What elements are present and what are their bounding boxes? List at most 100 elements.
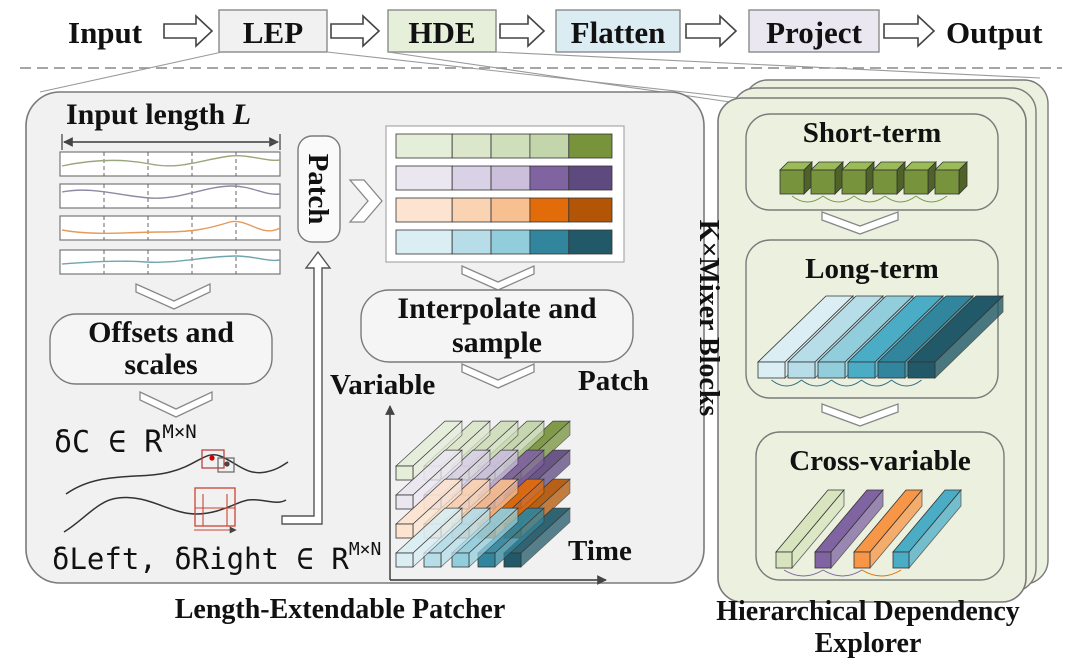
offsets-scales-box: Offsets and scales: [49, 313, 273, 385]
cross-variable-bar: [814, 488, 884, 577]
patch-cell: [529, 229, 570, 255]
long-term-bar: [907, 295, 1004, 379]
project-box: [748, 9, 880, 53]
cross-variable-label: Cross-variable: [789, 445, 971, 477]
patch-cell: [568, 229, 613, 255]
patch-cell: [451, 197, 492, 223]
short-term-label: Short-term: [803, 117, 942, 149]
short-term-cube: [841, 161, 886, 203]
series-strip: [59, 183, 281, 209]
input-length-arrow: [61, 134, 281, 150]
flatten-box: [555, 9, 681, 53]
lep-block[interactable]: LEP: [218, 9, 328, 53]
flatten-block[interactable]: Flatten: [555, 9, 681, 53]
chevron-down-icon: [461, 264, 535, 291]
patch-cell: [451, 229, 492, 255]
patch-cell: [395, 197, 453, 223]
patch-cell: [451, 165, 492, 191]
patch-cell: [395, 229, 453, 255]
long-term-box: Long-term: [745, 239, 1004, 399]
chevron-down-icon: [821, 403, 899, 427]
short-term-cube: [934, 161, 968, 195]
interp-line-1: Interpolate and: [397, 292, 596, 325]
series-strip: [59, 151, 281, 177]
pipeline-arrow-2: [330, 14, 381, 48]
tensor-bar: [395, 449, 463, 510]
time-series-strips: [59, 151, 281, 275]
hde-caption-line-1: Hierarchical Dependency: [716, 596, 1020, 627]
axis-time-label: Time: [568, 535, 632, 567]
chevron-right-icon: [348, 179, 383, 223]
pipeline-arrow-5: [883, 14, 936, 48]
offsets-line-1: Offsets and: [88, 316, 234, 349]
cross-variable-bar: [853, 488, 923, 577]
patch-cell: [395, 133, 453, 159]
patch-cell: [490, 133, 531, 159]
project-block[interactable]: Project: [748, 9, 880, 53]
tensor-bar: [395, 478, 463, 539]
patch-cell: [529, 133, 570, 159]
patch-cell: [568, 133, 613, 159]
delta-c-formula: δC ∈ RM×N: [54, 421, 197, 460]
up-arrow-to-patch: [281, 250, 332, 525]
short-term-cube: [903, 161, 948, 203]
short-term-cube: [779, 161, 824, 203]
tensor-axes: [385, 405, 607, 585]
hde-block[interactable]: HDE: [387, 9, 497, 53]
lep-caption: Length-Extendable Patcher: [175, 594, 506, 625]
patch-cell: [490, 229, 531, 255]
hde-box: [387, 9, 497, 53]
patch-cell: [568, 197, 613, 223]
patch-label: Patch: [302, 154, 334, 225]
patch-row: [395, 229, 613, 255]
project-label: Project: [766, 15, 862, 50]
patch-row: [395, 165, 613, 191]
lep-panel: Input length L Offsets and scales δC ∈ R…: [25, 91, 705, 625]
axis-variable-label: Variable: [330, 369, 435, 401]
patch-cell: [529, 197, 570, 223]
patch-cell: [490, 165, 531, 191]
chevron-down-icon: [461, 362, 535, 389]
axis-patch-label: Patch: [578, 365, 649, 397]
pipeline-input-label: Input: [68, 15, 143, 50]
cross-variable-bar: [775, 488, 845, 577]
lep-box: [218, 9, 328, 53]
patch-row: [395, 197, 613, 223]
patch-row: [395, 133, 613, 159]
patch-cell: [395, 165, 453, 191]
pipeline-arrow-1: [163, 14, 214, 48]
hde-label: HDE: [408, 15, 475, 50]
pipeline-output-label: Output: [946, 15, 1043, 50]
patch-cell: [568, 165, 613, 191]
pipeline: Input LEP HDE Flatten Project: [68, 9, 1043, 53]
tensor-bar: [395, 420, 463, 481]
short-term-cube: [810, 161, 855, 203]
patch-cell: [490, 197, 531, 223]
tensor-3d: [395, 420, 571, 568]
interp-line-2: sample: [452, 326, 542, 359]
chevron-down-icon: [821, 211, 899, 235]
patch-cell: [451, 133, 492, 159]
mixer-blocks-label: K×Mixer Blocks: [693, 220, 724, 417]
pipeline-arrow-3: [499, 14, 546, 48]
patch-cell: [529, 165, 570, 191]
patch-grid: [385, 125, 625, 263]
lep-label: LEP: [243, 15, 303, 50]
offsets-line-2: scales: [124, 348, 197, 381]
wave-offset-illustration: [63, 449, 289, 534]
short-term-box: Short-term: [745, 113, 999, 211]
hde-caption-line-2: Explorer: [815, 628, 922, 659]
interpolate-box: Interpolate and sample: [360, 289, 634, 363]
cross-variable-bar: [892, 488, 962, 570]
flatten-label: Flatten: [571, 15, 666, 50]
short-term-cube: [872, 161, 917, 203]
input-length-title: Input length L: [66, 98, 251, 131]
cross-variable-box: Cross-variable: [755, 431, 1005, 581]
long-term-label: Long-term: [805, 253, 939, 285]
chevron-down-icon: [139, 390, 213, 418]
series-strip: [59, 249, 281, 275]
hde-panel: K×Mixer Blocks Short-term Long-term Cros…: [693, 79, 1049, 659]
series-strip: [59, 215, 281, 241]
chevron-down-icon: [135, 282, 211, 310]
